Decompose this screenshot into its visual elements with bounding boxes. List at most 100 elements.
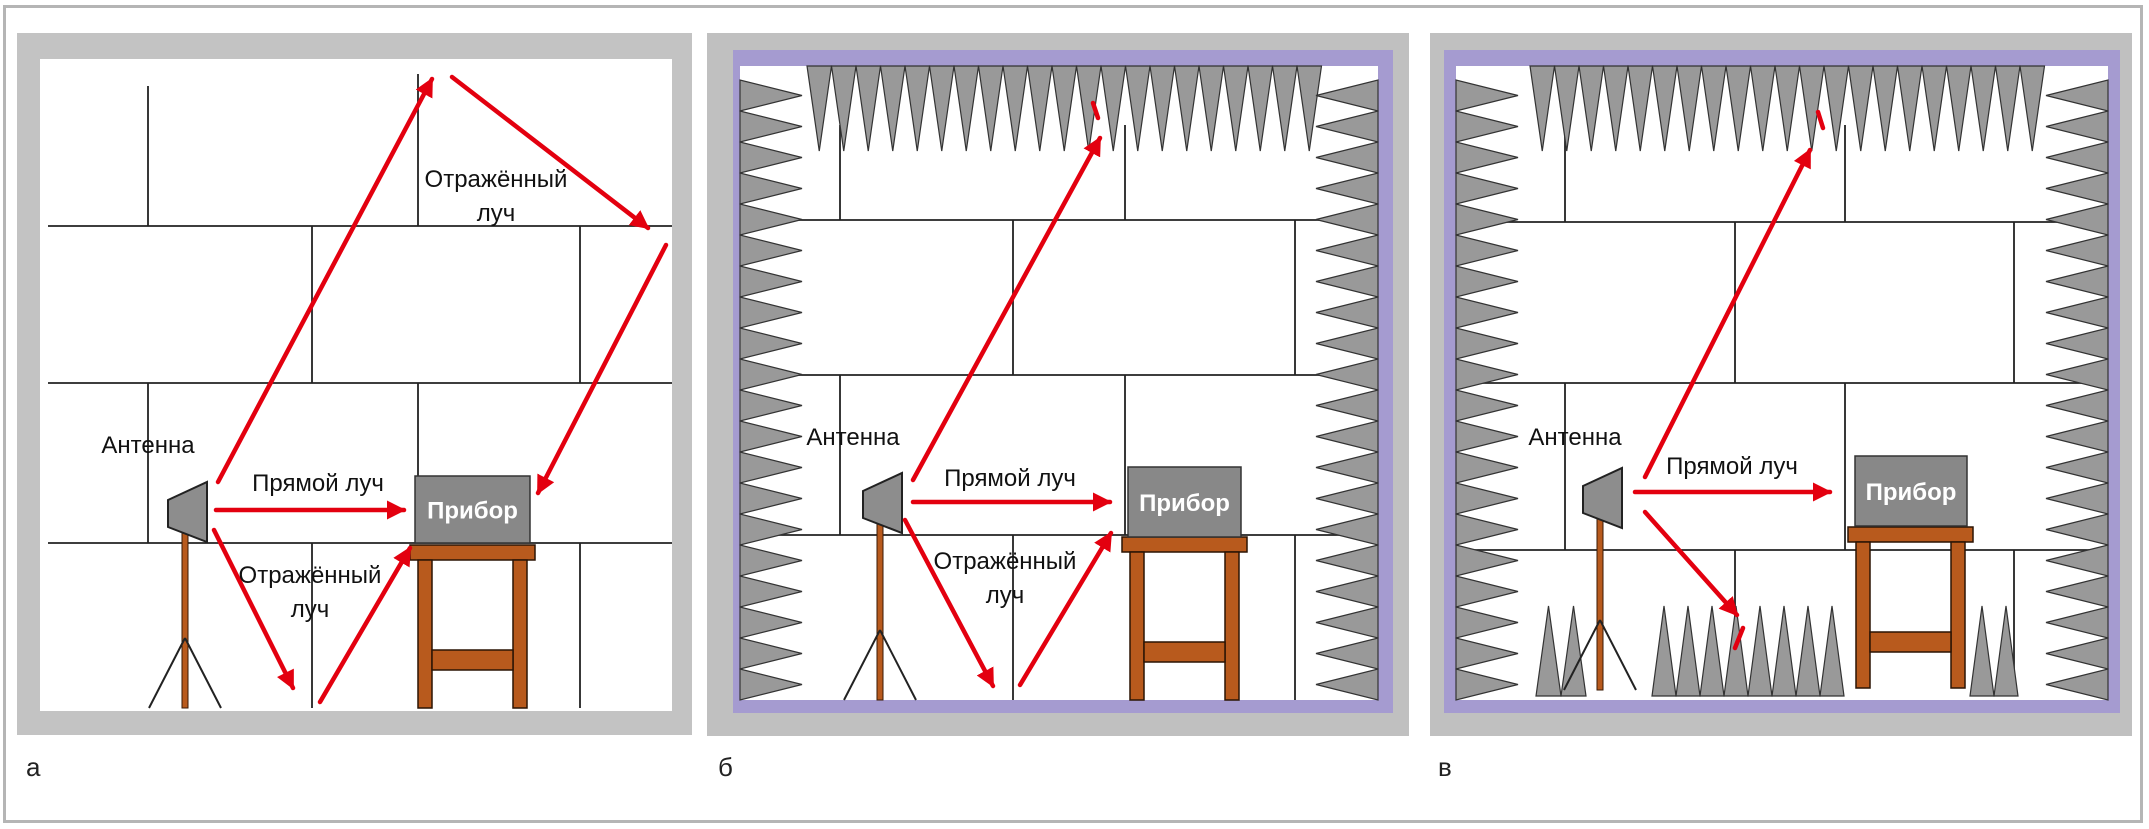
absorber-spike [739,110,803,143]
absorber-spike [1455,172,1519,205]
absorber-spike [1149,65,1176,152]
antenna-horn [862,471,903,535]
absorber-spike [1455,420,1519,453]
absorber-spike [1823,65,1850,152]
absorber-spike [1315,79,1379,112]
absorber-spike [806,65,833,152]
room-interior [40,59,672,711]
absorber-spike [1921,65,1948,152]
table-leg [1855,541,1871,689]
reflected-ray-label-top-2: луч [477,200,516,227]
absorber-spike [2045,606,2109,639]
absorbed-remnant [1815,109,1826,131]
absorber-spike [1970,65,1997,152]
absorber-spike [1173,65,1200,152]
absorber-spike [1676,65,1703,152]
absorber-spike [1798,65,1825,152]
absorbed-remnant [1090,100,1101,121]
absorber-spike [2045,420,2109,453]
panel-c-caption: в [1438,752,1452,782]
absorber-spike [1315,172,1379,205]
absorber-spike [1455,606,1519,639]
antenna-mast [181,521,189,709]
table-leg [512,559,528,709]
absorber-spike [928,65,955,152]
absorber-spike [1455,451,1519,484]
absorber-spike [2045,296,2109,329]
figure-frame [3,5,2143,823]
absorber-spike [1247,65,1274,152]
absorber-spike [1026,65,1053,152]
absorber-spike [2045,234,2109,267]
absorber-spike [1872,65,1899,152]
reflected-ray-ceiling [449,74,651,231]
absorber-spike [953,65,980,152]
absorber-spike [1455,327,1519,360]
absorber-spike [1455,296,1519,329]
absorber-spike [739,79,803,112]
tripod-leg [1563,619,1601,691]
antenna-label: Антенна [806,424,900,451]
table-leg [1950,541,1966,689]
absorber-spike [1002,65,1029,152]
absorber-spike [1100,65,1127,152]
absorber-spike [1529,65,1556,152]
ground-ray-down [902,517,996,689]
absorber-spike [2045,389,2109,422]
absorber-spike [1315,203,1379,236]
absorber-spike [1296,65,1323,152]
absorber-spike [739,203,803,236]
absorber-spike [2045,358,2109,391]
absorber-spike [1725,65,1752,152]
tripod-leg [184,637,222,709]
table-crossbar [1869,631,1952,653]
tripod-leg [843,629,881,701]
reflected-ray-down [535,242,669,496]
absorbed-remnant [1732,625,1746,651]
absorber-spike [2045,513,2109,546]
absorber-spike [2045,265,2109,298]
panel-a-caption: а [26,752,41,782]
table-top [1121,536,1248,553]
absorber-spike [739,513,803,546]
ground-ray-down [1642,509,1740,618]
table-crossbar [1143,641,1226,663]
absorber-spike [1455,265,1519,298]
absorber-spike [2045,327,2109,360]
reflected-ray-label-bottom: Отражённый [239,562,382,589]
device-label: Прибор [1139,490,1230,517]
absorber-spike [2045,451,2109,484]
absorber-spike [1602,65,1629,152]
absorber-spike [1315,606,1379,639]
absorber-spike [1124,65,1151,152]
absorber-spike [1455,358,1519,391]
absorber-spike [1315,482,1379,515]
direct-ray-label: Прямой луч [252,470,384,497]
absorber-spike [904,65,931,152]
absorber-spike [1994,65,2021,152]
absorber-spike [830,65,857,152]
absorber-spike [1627,65,1654,152]
absorber-spike [739,234,803,267]
absorber-spike [1315,234,1379,267]
tripod-leg [148,637,186,709]
absorber-spike [1560,605,1587,697]
absorber-spike [1315,327,1379,360]
table-crossbar [431,649,514,671]
absorber-spike [1198,65,1225,152]
absorber-spike [1315,513,1379,546]
absorber-spike [1969,605,1995,697]
antenna-mast [1596,507,1604,691]
antenna-horn [167,480,208,544]
reflected-ray-up [215,76,435,485]
absorber-spike [1723,605,1749,697]
absorber-spike [1222,65,1249,152]
absorber-spike [1315,296,1379,329]
absorber-spike [1455,575,1519,608]
absorber-spike [739,544,803,577]
absorber-spike [1455,668,1519,701]
absorber-spike [1749,65,1776,152]
absorber-spike [1847,65,1874,152]
absorber-spike [739,389,803,422]
